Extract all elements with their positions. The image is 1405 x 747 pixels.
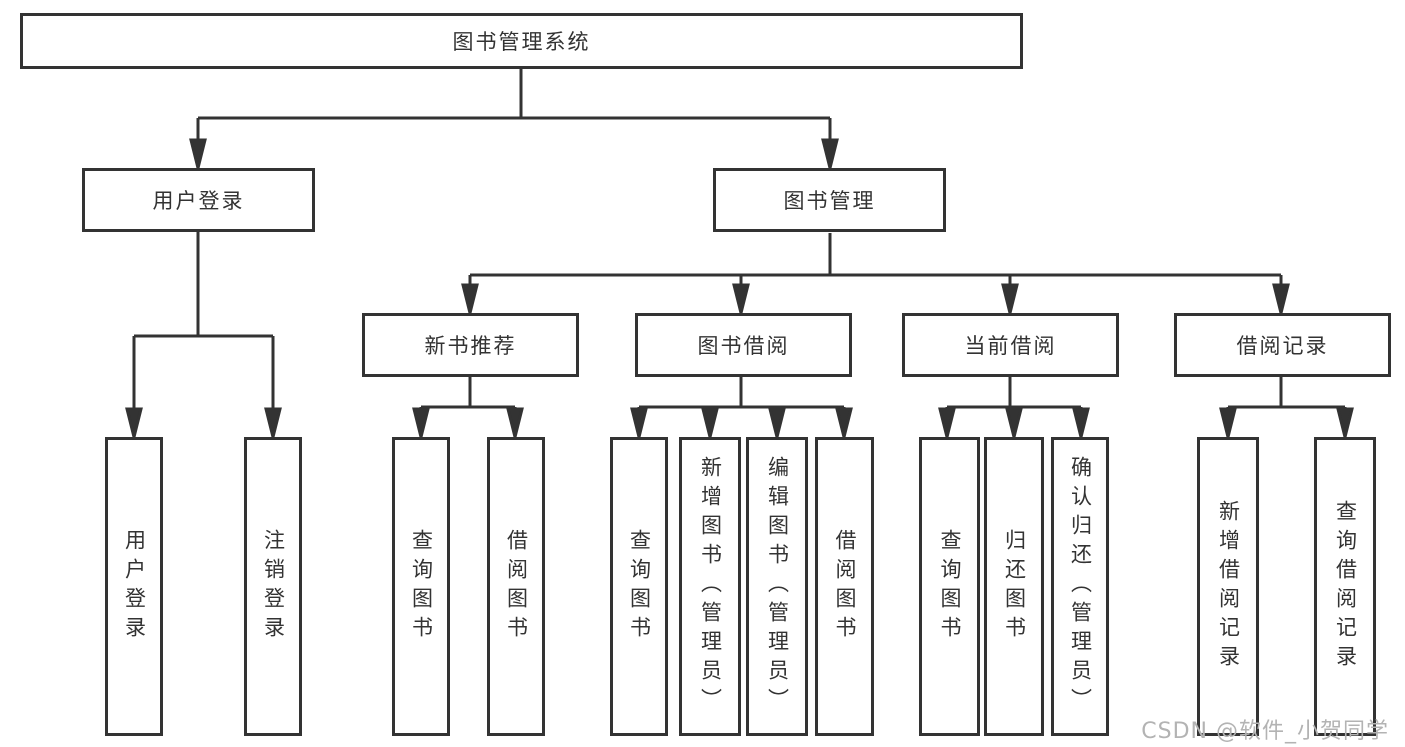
- node-book-borrow: 图书借阅: [635, 313, 852, 377]
- connector-records-to-leaves: [1219, 377, 1354, 438]
- csdn-watermark: CSDN @软件_小贺同学: [1141, 719, 1389, 744]
- leaf-edit-books-admin: 编辑图书（管理员）: [746, 437, 808, 736]
- leaf-recommend-query-books: 查询图书: [392, 437, 450, 736]
- leaf-query-borrow-record: 查询借阅记录: [1314, 437, 1376, 736]
- leaf-current-query-books: 查询图书: [919, 437, 980, 736]
- leaf-recommend-borrow-books: 借阅图书: [487, 437, 545, 736]
- node-borrow-records: 借阅记录: [1174, 313, 1391, 377]
- leaf-confirm-return-admin: 确认归还（管理员）: [1051, 437, 1109, 736]
- leaf-logout: 注销登录: [244, 437, 302, 736]
- node-user-login: 用户登录: [82, 168, 315, 232]
- leaf-borrow-books: 借阅图书: [815, 437, 874, 736]
- node-new-book-recommend: 新书推荐: [362, 313, 579, 377]
- connector-userlogin-to-leaves: [125, 232, 282, 438]
- leaf-user-login: 用户登录: [105, 437, 163, 736]
- leaf-borrow-query-books: 查询图书: [610, 437, 668, 736]
- leaf-add-books-admin: 新增图书（管理员）: [679, 437, 741, 736]
- connector-newbooks-to-leaves: [412, 377, 524, 438]
- leaf-return-books: 归还图书: [984, 437, 1044, 736]
- connector-bookmgmt-to-level3: [461, 233, 1290, 314]
- connector-current-to-leaves: [938, 377, 1090, 438]
- connector-root-to-level2: [189, 69, 839, 169]
- node-book-management: 图书管理: [713, 168, 946, 232]
- node-current-borrow: 当前借阅: [902, 313, 1119, 377]
- node-library-system: 图书管理系统: [20, 13, 1023, 69]
- connector-borrow-to-leaves: [630, 377, 853, 438]
- leaf-add-borrow-record: 新增借阅记录: [1197, 437, 1259, 736]
